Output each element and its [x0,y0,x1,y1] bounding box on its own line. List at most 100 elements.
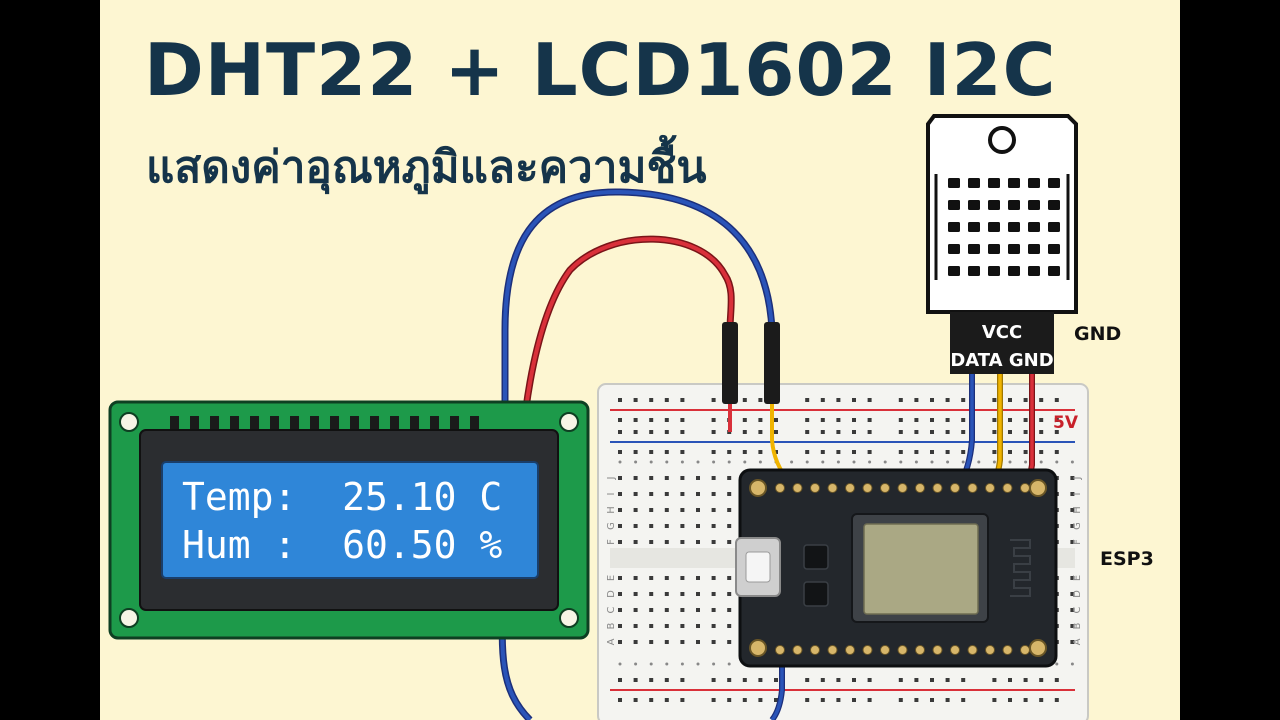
breadboard-hole [914,430,919,434]
breadboard-hole [1070,640,1075,644]
vent-slot [988,244,1000,254]
vent-slot [1028,200,1040,210]
breadboard-hole [1054,430,1059,434]
breadboard-hole [727,492,732,496]
breadboard-hole [696,592,700,596]
esp-pin [810,483,820,493]
breadboard-hole [1070,492,1075,496]
breadboard-hole [633,678,638,682]
breadboard-hole [774,450,778,454]
lcd-header-pin [270,416,279,430]
breadboard-hole [945,678,950,682]
breadboard-hole [852,398,856,402]
column-marker [727,460,731,464]
breadboard-hole [618,418,622,422]
esp-pin [967,645,978,655]
esp-pin [775,645,785,655]
breadboard-hole [711,524,716,528]
breadboard-row-letter: E [606,575,617,581]
breadboard-hole [914,450,919,454]
breadboard-hole [805,418,810,422]
breadboard-row-letter: J [606,477,617,481]
breadboard-hole [633,450,638,454]
lcd-mount-hole [119,608,139,628]
breadboard-hole [852,678,856,682]
breadboard-hole [1039,450,1044,454]
breadboard-hole [633,476,638,480]
breadboard-hole [1023,678,1028,682]
breadboard-hole [696,508,700,512]
breadboard-hole [696,624,700,628]
esp-mount-hole [1029,479,1047,497]
breadboard-hole [727,678,732,682]
breadboard-hole [1054,450,1059,454]
breadboard-row-letter: H [1072,506,1083,514]
esp-pin [792,483,803,493]
breadboard-hole [618,492,622,496]
breadboard-hole [727,450,732,454]
breadboard-hole [1070,540,1075,544]
column-marker [868,460,872,464]
breadboard-hole [618,508,622,512]
breadboard-hole [664,524,669,528]
column-marker [743,460,747,464]
column-marker [1024,460,1028,464]
breadboard-hole [852,418,856,422]
dht22-pin-block [950,312,1054,374]
column-marker [1039,460,1043,464]
breadboard-row-letter: F [606,539,617,545]
breadboard-hole [1008,450,1012,454]
breadboard-hole [961,418,966,422]
breadboard-row-letter: I [606,493,617,496]
breadboard-hole [680,524,685,528]
dht22-pin-label-top: VCC [982,322,1022,343]
lcd-header-pin [190,416,199,430]
breadboard-hole [836,430,841,434]
dht22-sensor: VCC DATA GND [926,114,1078,374]
breadboard-hole [805,398,810,402]
breadboard-hole [1070,608,1075,612]
breadboard-hole [867,430,872,434]
blue-wire-connector [764,322,780,404]
breadboard-hole [711,640,716,644]
esp-mount-hole [1029,639,1047,657]
column-marker [649,662,653,666]
column-marker [930,460,934,464]
breadboard-hole [618,398,622,402]
esp-pin [932,483,943,493]
column-marker [821,460,825,464]
vent-slot [1048,178,1060,188]
breadboard-hole [633,418,638,422]
breadboard-hole [836,398,841,402]
breadboard-hole [618,450,622,454]
lcd-header-pin [430,416,439,430]
breadboard-hole [1070,508,1075,512]
breadboard-hole [633,430,638,434]
vent-slot [1008,266,1020,276]
esp-pin [950,483,960,493]
breadboard-hole [664,450,669,454]
breadboard-hole [1039,398,1044,402]
breadboard-hole [961,398,966,402]
column-marker [946,460,950,464]
breadboard-hole [961,698,966,702]
breadboard-hole [680,476,685,480]
breadboard-hole [898,418,903,422]
breadboard-hole [945,418,950,422]
breadboard-hole [820,698,825,702]
breadboard-hole [664,678,669,682]
breadboard-hole [680,698,685,702]
breadboard-row-letter: B [606,622,617,629]
breadboard-row-letter: D [606,590,617,598]
lcd-header-pin [170,416,179,430]
column-marker [680,460,684,464]
esp-pin [915,645,925,655]
breadboard-hole [1008,430,1012,434]
breadboard-hole [1070,576,1075,580]
breadboard-hole [664,608,669,612]
breadboard-hole [618,698,622,702]
lcd-header-pin [470,416,479,430]
breadboard-hole [680,540,685,544]
